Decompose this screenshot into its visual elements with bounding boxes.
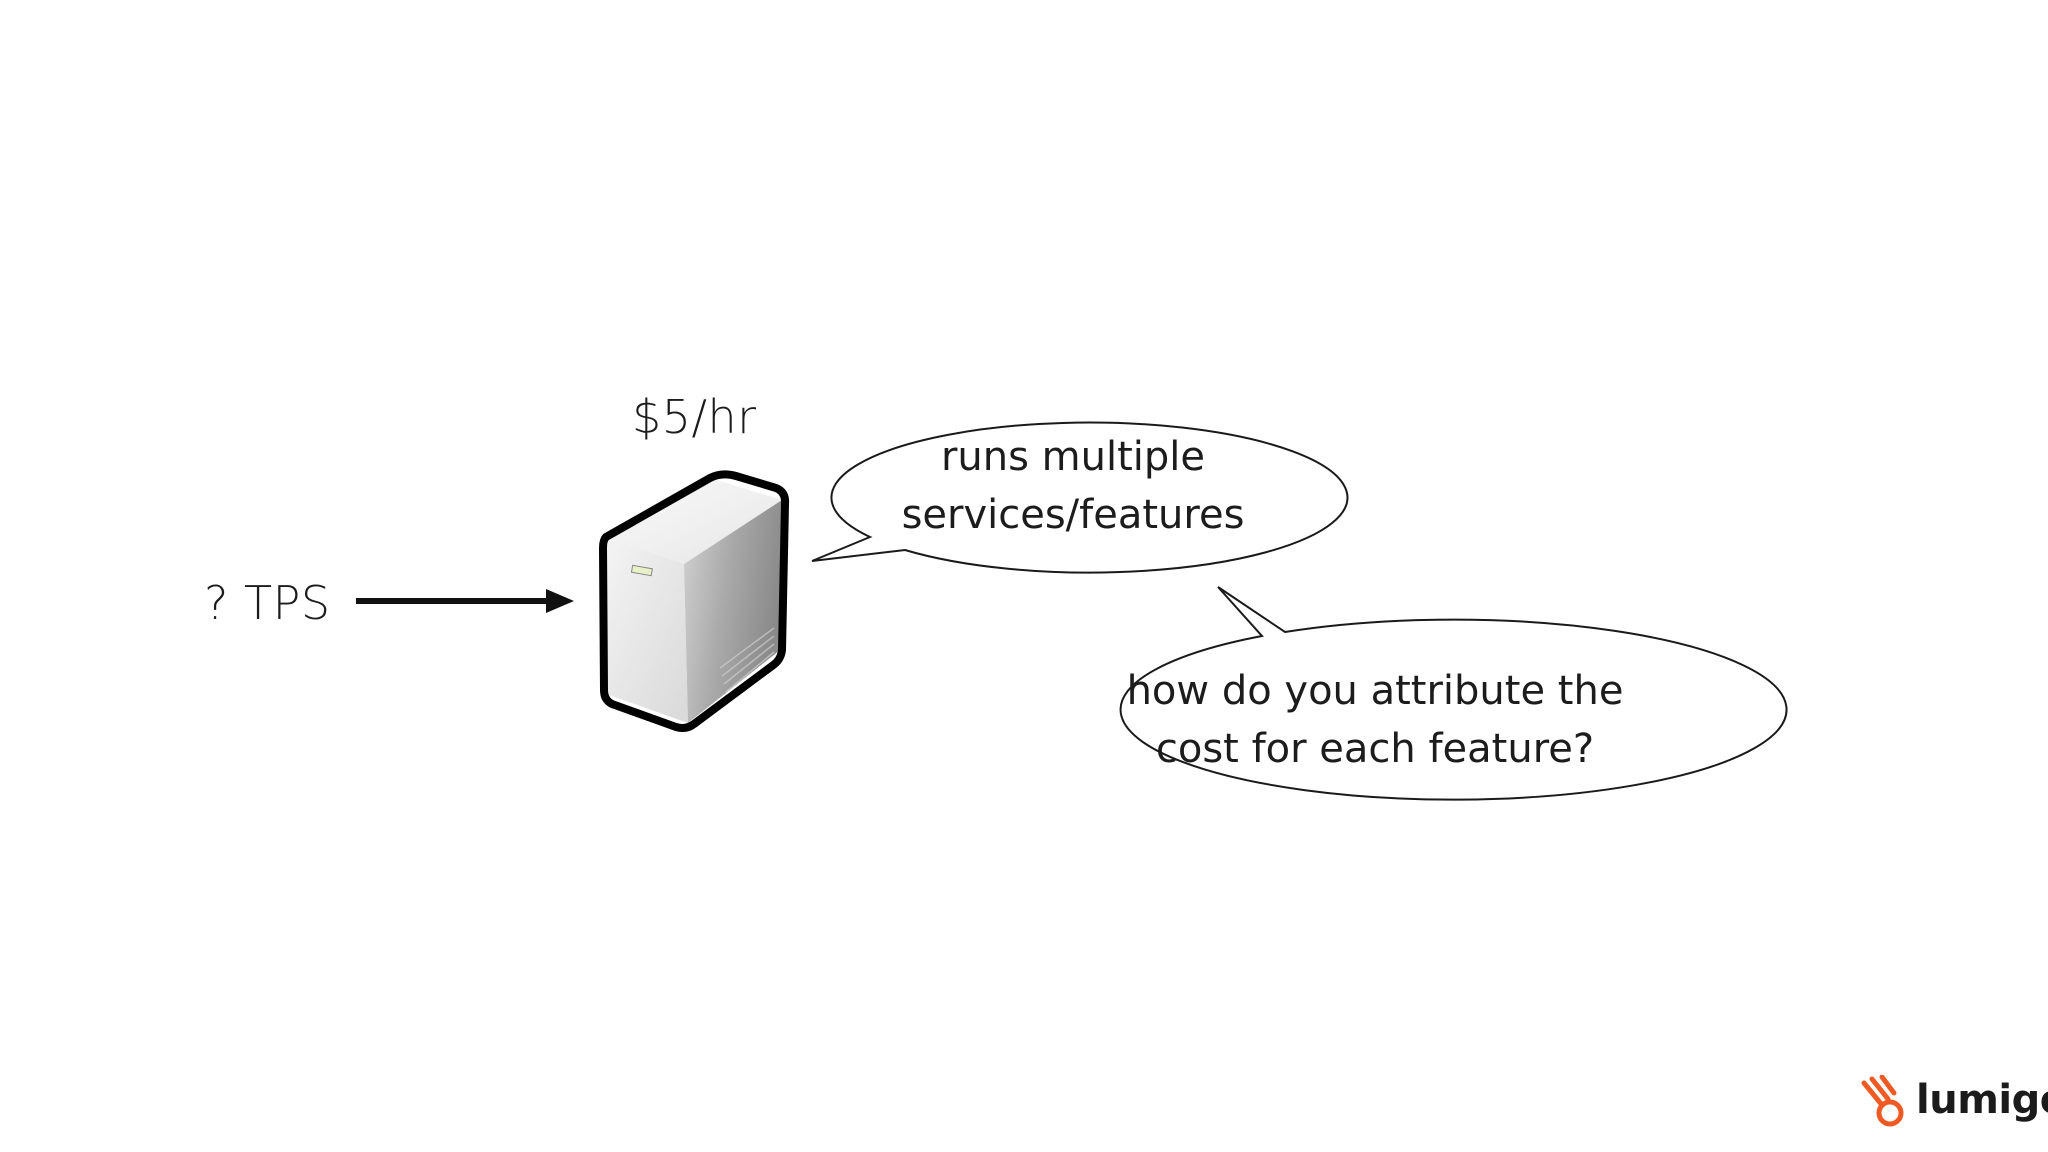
bubble-runs-text: runs multiple services/features — [838, 428, 1308, 544]
speech-bubble-runs — [811, 421, 1349, 574]
input-tps-label: ? TPS — [204, 576, 331, 630]
speech-bubble-question — [1119, 586, 1788, 801]
bubble-runs-line1: runs multiple — [940, 434, 1206, 480]
lumigo-logo-icon — [1861, 1075, 1904, 1127]
bubble-runs-line2: services/features — [901, 492, 1245, 538]
lumigo-logo: lumigo — [1858, 1075, 2048, 1135]
server-tower-icon — [599, 470, 790, 732]
lumigo-wordmark: lumigo — [1916, 1077, 2048, 1123]
bubble-question-line1: how do you attribute the — [1126, 668, 1624, 714]
bubble-question-line2: cost for each feature? — [1155, 726, 1595, 772]
arrow-right-icon — [356, 589, 574, 613]
bubble-question-text: how do you attribute the cost for each f… — [1090, 662, 1660, 778]
server-price-label: $5/hr — [632, 390, 757, 444]
